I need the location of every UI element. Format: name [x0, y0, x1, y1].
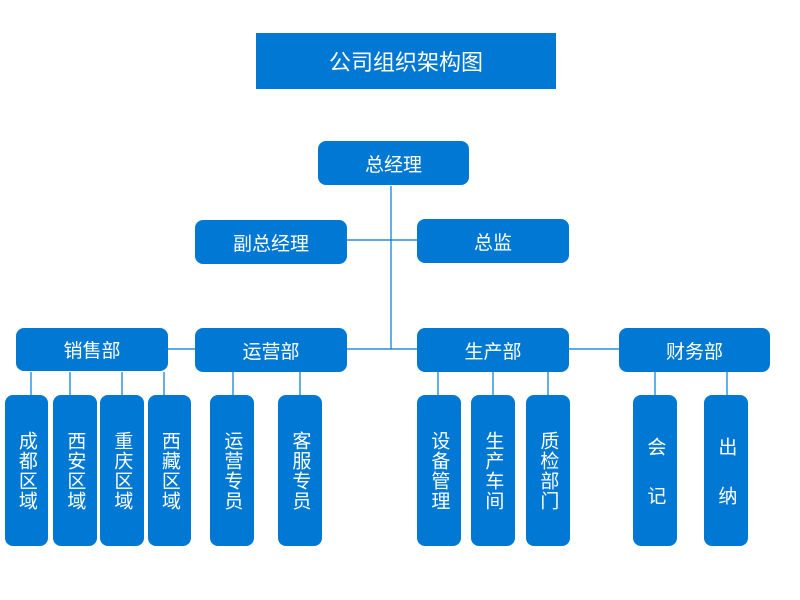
unit-ops-customer-service: 客服专员: [278, 395, 322, 546]
unit-prod-equipment: 设备管理: [417, 395, 461, 546]
node-sales: 销售部: [16, 328, 168, 371]
chart-title: 公司组织架构图: [256, 33, 556, 89]
unit-sales-chongqing: 重庆区域: [100, 395, 144, 546]
unit-fin-accountant: 会记: [633, 395, 677, 546]
unit-fin-cashier: 出纳: [704, 395, 748, 546]
node-vp: 副总经理: [195, 220, 347, 264]
unit-sales-tibet: 西藏区域: [148, 395, 191, 546]
node-director: 总监: [417, 219, 569, 263]
unit-sales-xian: 西安区域: [53, 395, 97, 546]
node-production: 生产部: [417, 328, 569, 372]
unit-prod-workshop: 生产车间: [471, 395, 515, 546]
node-finance: 财务部: [619, 328, 770, 372]
node-operations: 运营部: [195, 328, 347, 372]
unit-ops-operations-specialist: 运营专员: [210, 395, 254, 546]
node-ceo: 总经理: [318, 141, 469, 185]
unit-sales-chengdu: 成都区域: [5, 395, 48, 546]
unit-prod-quality: 质检部门: [526, 395, 570, 546]
